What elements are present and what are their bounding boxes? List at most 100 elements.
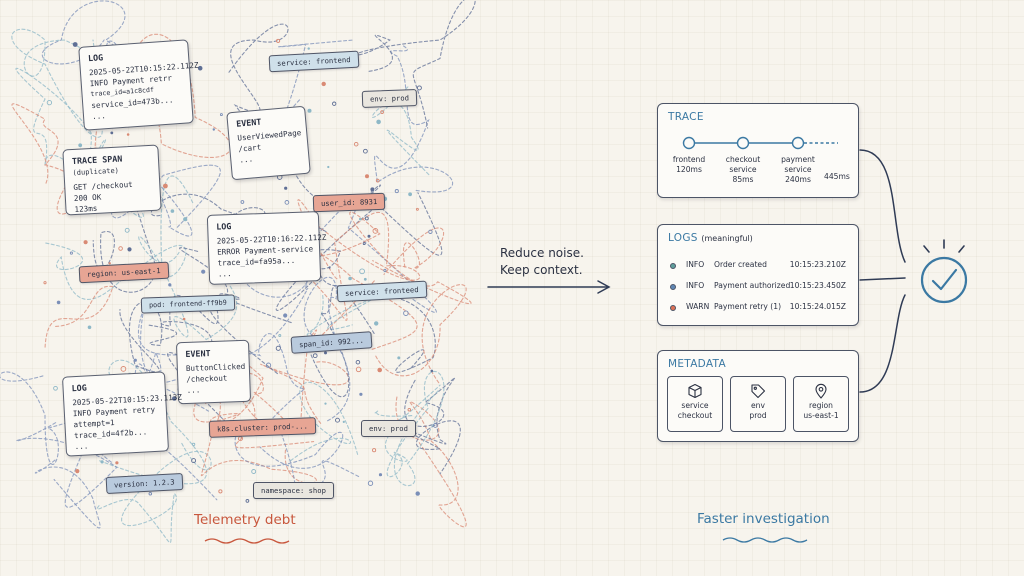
- noise-dot: [403, 310, 409, 316]
- noise-dot: [197, 65, 203, 71]
- stage-name: payment service: [781, 155, 815, 174]
- trace-panel-title: TRACE: [668, 111, 704, 123]
- tag-pod: pod: frontend-ff9b9: [140, 294, 236, 314]
- caption-underlines: [204, 537, 808, 544]
- noise-dot: [365, 174, 369, 179]
- noise-squiggle: [355, 0, 476, 129]
- cube-icon: [688, 383, 702, 399]
- noise-dot: [275, 345, 281, 351]
- noise-dot: [219, 113, 223, 117]
- noise-dot: [307, 47, 310, 50]
- noise-dot: [191, 442, 196, 447]
- noise-dot: [415, 491, 420, 496]
- noise-dot: [359, 268, 365, 275]
- noise-dot: [328, 266, 331, 269]
- noise-dot: [372, 228, 379, 234]
- noise-dot: [212, 128, 215, 131]
- trace-stage-payment: payment service 240ms: [773, 155, 823, 185]
- metadata-panel: METADATA service checkout env prod regio…: [657, 350, 859, 442]
- noise-dot: [110, 131, 114, 135]
- noise-dot: [432, 423, 438, 428]
- noise-dot: [245, 499, 250, 503]
- noise-dot: [182, 317, 186, 321]
- noise-dot: [283, 313, 288, 318]
- noise-dot: [363, 148, 368, 154]
- noise-dot: [201, 269, 206, 274]
- noise-dot: [332, 101, 337, 106]
- noise-dot: [397, 356, 401, 360]
- connector-lines: [487, 149, 906, 393]
- noise-dot: [321, 81, 326, 87]
- noise-dot: [69, 251, 73, 255]
- arrow-label-line-1: Reduce noise.: [500, 246, 584, 260]
- noise-dot: [83, 240, 88, 245]
- noise-dot: [362, 242, 366, 246]
- noise-dot: [324, 402, 327, 405]
- left-caption: Telemetry debt: [194, 512, 296, 528]
- trace-total: 445ms: [824, 172, 850, 181]
- logs-title-text: LOGS: [668, 232, 698, 244]
- noise-dot: [163, 183, 168, 189]
- card-title: TRACE SPAN (duplicate): [72, 152, 151, 179]
- noise-squiggle: [260, 361, 350, 426]
- noise-dot: [87, 325, 92, 330]
- tag-namespace: namespace: shop: [253, 482, 334, 499]
- card-title: LOG: [71, 382, 87, 394]
- card-title-text: TRACE SPAN: [71, 153, 123, 167]
- noise-squiggle: [96, 442, 212, 544]
- tag-env-prod: env: prod: [361, 89, 418, 108]
- card-subtitle: (duplicate): [72, 166, 120, 178]
- log-message: Order created: [714, 260, 767, 269]
- tag-env-prod-2: env: prod: [361, 420, 416, 437]
- noise-dot: [363, 277, 367, 281]
- stage-time: 85ms: [732, 175, 754, 184]
- noise-squiggle: [11, 103, 82, 215]
- noise-dot: [78, 143, 83, 148]
- right-caption: Faster investigation: [697, 511, 830, 527]
- trace-timeline: [682, 136, 838, 150]
- log-level: INFO: [686, 260, 705, 269]
- noise-dot: [355, 359, 361, 365]
- noise-dot: [53, 385, 58, 391]
- stage-time: 120ms: [676, 165, 702, 174]
- event-card-2: EVENT ButtonClicked /checkout ...: [175, 339, 252, 405]
- noise-squiggle: [234, 420, 360, 498]
- noise-dot: [183, 217, 188, 222]
- trace-panel: TRACE frontend 120ms checkout service 85…: [657, 103, 859, 198]
- noise-dot: [375, 178, 380, 183]
- meta-value: prod: [749, 411, 767, 420]
- meta-value: us-east-1: [803, 411, 839, 420]
- span-node: [791, 136, 805, 150]
- noise-dot: [127, 247, 132, 252]
- status-dot: [670, 284, 676, 290]
- noise-dot: [172, 396, 177, 401]
- noise-squiggle: [15, 67, 162, 197]
- meta-label: service: [681, 401, 709, 410]
- noise-dot: [115, 461, 119, 465]
- meta-item-env: env prod: [730, 376, 786, 432]
- noise-dot: [265, 362, 272, 368]
- noise-dot: [72, 42, 78, 47]
- noise-dot: [378, 473, 383, 477]
- log-row: INFO Order created 10:15:23.210Z: [668, 260, 848, 274]
- noise-dot: [100, 460, 104, 464]
- noise-squiggle: [290, 381, 359, 462]
- noise-dot: [367, 480, 374, 486]
- stage-name: frontend: [672, 155, 706, 164]
- meta-item-service: service checkout: [667, 376, 723, 432]
- noise-dot: [148, 491, 153, 496]
- noise-dot: [380, 110, 384, 114]
- noise-squiggle: [395, 396, 467, 528]
- noise-squiggle: [303, 276, 351, 422]
- noise-dot: [416, 85, 422, 91]
- noise-dot: [394, 189, 399, 194]
- noise-squiggle: [375, 284, 467, 386]
- noise-dot: [276, 38, 281, 43]
- noise-dot: [118, 246, 123, 251]
- noise-dot: [342, 420, 345, 423]
- noise-dot: [120, 366, 127, 372]
- noise-dot: [56, 300, 61, 305]
- noise-dot: [364, 216, 369, 221]
- noise-dot: [240, 200, 245, 204]
- noise-squiggle: [275, 192, 443, 311]
